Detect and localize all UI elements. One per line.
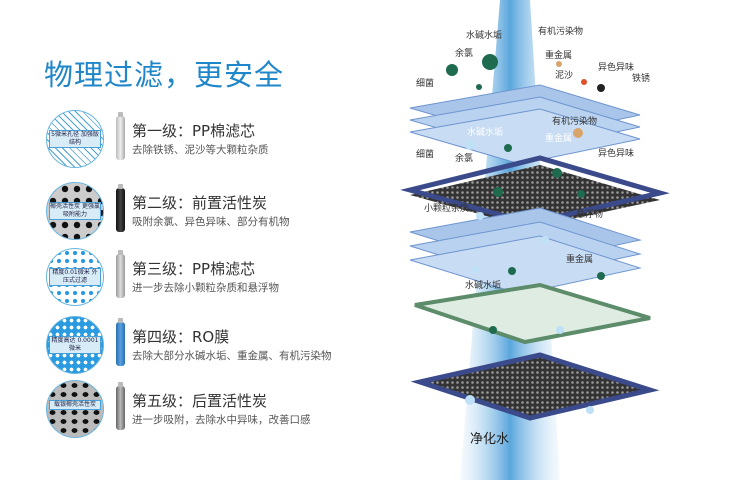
page-title: 物理过滤，更安全 — [44, 58, 285, 92]
contaminant-label: 铁锈 — [632, 74, 651, 84]
cartridge-icon — [116, 318, 125, 366]
stage-2: 椰壳活性炭 更强氯吸附能力 第二级：前置活性炭 吸附余氯、异色异味、部分有机物 — [46, 182, 376, 242]
contaminant-label: 水碱水垢 — [465, 281, 502, 291]
stage-title: 第五级：后置活性炭 — [132, 392, 268, 410]
contaminant-label: 异色异味 — [598, 149, 635, 159]
stage-desc: 去除铁锈、泥沙等大颗粒杂质 — [132, 144, 269, 156]
post-carbon-layer — [410, 352, 660, 421]
stage-3: 精度0.01微米 外压式过滤 第三级：PP棉滤芯 进一步去除小颗粒杂质和悬浮物 — [46, 248, 376, 308]
contaminant-label: 细菌 — [416, 79, 435, 89]
stage-title: 第二级：前置活性炭 — [132, 194, 268, 212]
silver-carbon-texture-icon: 载银椰壳活性炭 — [46, 380, 104, 438]
dots-texture-icon: 精度0.01微米 外压式过滤 — [46, 248, 104, 306]
purified-water-label: 净化水 — [470, 432, 510, 447]
cartridge-icon — [116, 382, 125, 430]
cartridge-icon — [116, 250, 125, 298]
contaminant-label: 水碱水垢 — [467, 128, 504, 138]
stage-5: 载银椰壳活性炭 第五级：后置活性炭 进一步吸附，去除水中异味，改善口感 — [46, 380, 376, 440]
contaminant-label: 细菌 — [416, 150, 435, 160]
ro-membrane-layer — [414, 282, 651, 345]
contaminant-label: 重金属 — [545, 134, 573, 144]
circle-label: 5微米孔径 加强版结构 — [49, 130, 101, 148]
circle-label: 载银椰壳活性炭 — [49, 400, 101, 410]
stage-desc: 进一步去除小颗粒杂质和悬浮物 — [132, 282, 279, 294]
carbon-layer — [400, 155, 670, 228]
contaminant-label: 重金属 — [545, 51, 573, 61]
pp-layer-1 — [409, 84, 641, 165]
circle-label: 精度高达 0.0001微米 — [49, 336, 101, 354]
stage-desc: 吸附余氯、异色异味、部分有机物 — [132, 216, 290, 228]
stage-title: 第四级：RO膜 — [132, 328, 230, 346]
cartridge-icon — [116, 112, 125, 160]
stage-title: 第一级：PP棉滤芯 — [132, 122, 256, 140]
contaminant-label: 有机污染物 — [538, 27, 584, 37]
stage-desc: 去除大部分水碱水垢、重金属、有机污染物 — [132, 350, 332, 362]
circle-label: 椰壳活性炭 更强氯吸附能力 — [49, 202, 101, 220]
circle-label: 精度0.01微米 外压式过滤 — [49, 268, 101, 286]
stage-title: 第三级：PP棉滤芯 — [132, 260, 256, 278]
contaminant-label: 悬浮物 — [576, 210, 604, 220]
mesh-texture-icon: 5微米孔径 加强版结构 — [46, 110, 104, 168]
contaminant-label: 余氯 — [455, 49, 474, 59]
contaminant-label: 小颗粒杂质 — [424, 204, 470, 214]
contaminant-label: 水碱水垢 — [466, 31, 503, 41]
contaminant-label: 泥沙 — [555, 71, 574, 81]
membrane-texture-icon: 精度高达 0.0001微米 — [46, 316, 104, 374]
contaminant-icons — [446, 54, 605, 334]
pp-layer-2 — [409, 207, 642, 295]
contaminant-label: 异色异味 — [598, 63, 635, 73]
cartridge-icon — [116, 184, 125, 232]
stage-4: 精度高达 0.0001微米 第四级：RO膜 去除大部分水碱水垢、重金属、有机污染… — [46, 316, 376, 376]
contaminant-label: 重金属 — [566, 255, 594, 265]
contaminant-label: 余氯 — [455, 154, 474, 164]
stage-1: 5微米孔径 加强版结构 第一级：PP棉滤芯 去除铁锈、泥沙等大颗粒杂质 — [46, 110, 376, 170]
stage-desc: 进一步吸附，去除水中异味，改善口感 — [132, 414, 311, 426]
carbon-texture-icon: 椰壳活性炭 更强氯吸附能力 — [46, 182, 104, 240]
contaminant-label: 有机污染物 — [552, 117, 598, 127]
